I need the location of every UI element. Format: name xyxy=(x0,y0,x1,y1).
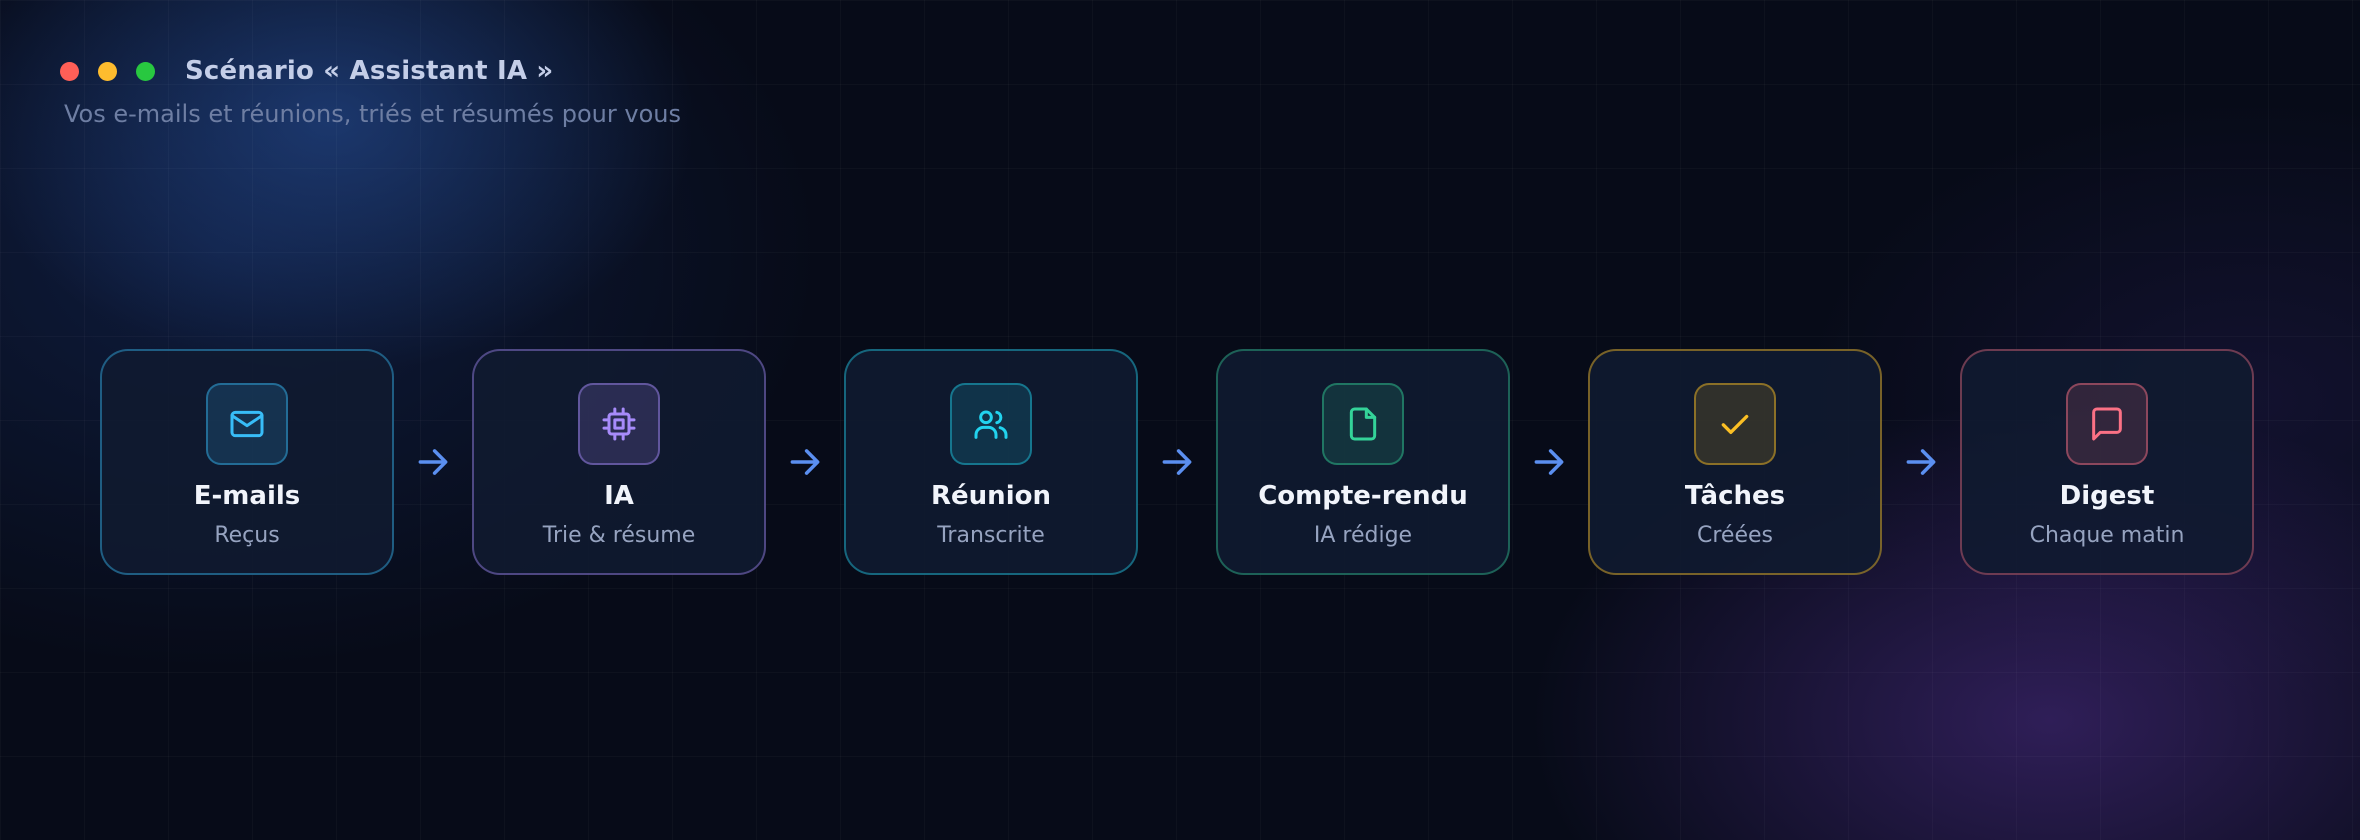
step-emails: E-mails Reçus xyxy=(100,349,394,575)
flow-arrow-3 xyxy=(1138,349,1216,575)
chat-bubble-icon xyxy=(2092,407,2122,441)
flow-arrow-1 xyxy=(394,349,472,575)
step-taches-icon-box xyxy=(1694,383,1776,465)
check-icon xyxy=(1721,414,1749,434)
step-compte-rendu: Compte-rendu IA rédige xyxy=(1216,349,1510,575)
step-compte-rendu-label: Compte-rendu xyxy=(1258,481,1468,511)
arrow-right-icon xyxy=(790,449,820,475)
step-emails-icon-box xyxy=(206,383,288,465)
step-ia-label: IA xyxy=(604,481,634,511)
workflow-diagram: E-mails Reçus IA Trie & résume Réunion T… xyxy=(100,349,2254,575)
flow-arrow-5 xyxy=(1882,349,1960,575)
step-reunion-label: Réunion xyxy=(931,481,1051,511)
close-window-button[interactable] xyxy=(60,61,79,81)
minimize-window-button[interactable] xyxy=(98,61,117,81)
cpu-chip-icon xyxy=(602,407,636,441)
step-digest-label: Digest xyxy=(2059,481,2155,511)
step-reunion-sub: Transcrite xyxy=(937,523,1045,548)
mail-icon xyxy=(230,410,264,438)
window-titlebar: Scénario « Assistant IA » xyxy=(60,56,553,86)
step-taches: Tâches Créées xyxy=(1588,349,1882,575)
step-taches-label: Tâches xyxy=(1684,481,1786,511)
users-icon xyxy=(974,410,1008,439)
step-reunion: Réunion Transcrite xyxy=(844,349,1138,575)
flow-arrow-4 xyxy=(1510,349,1588,575)
step-ia: IA Trie & résume xyxy=(472,349,766,575)
step-digest: Digest Chaque matin xyxy=(1960,349,2254,575)
step-emails-label: E-mails xyxy=(193,481,301,511)
step-compte-rendu-sub: IA rédige xyxy=(1313,523,1413,548)
step-digest-sub: Chaque matin xyxy=(2029,523,2185,548)
arrow-right-icon xyxy=(418,449,448,475)
step-ia-icon-box xyxy=(578,383,660,465)
maximize-window-button[interactable] xyxy=(136,61,155,81)
arrow-right-icon xyxy=(1162,449,1192,475)
step-digest-icon-box xyxy=(2066,383,2148,465)
document-icon xyxy=(1349,407,1377,441)
step-taches-sub: Créées xyxy=(1697,523,1773,548)
step-emails-sub: Reçus xyxy=(214,523,280,548)
step-ia-sub: Trie & résume xyxy=(542,523,696,548)
arrow-right-icon xyxy=(1906,449,1936,475)
arrow-right-icon xyxy=(1534,449,1564,475)
step-reunion-icon-box xyxy=(950,383,1032,465)
window-title: Scénario « Assistant IA » xyxy=(185,56,554,86)
flow-arrow-2 xyxy=(766,349,844,575)
step-compte-rendu-icon-box xyxy=(1322,383,1404,465)
window-subtitle: Vos e-mails et réunions, triés et résumé… xyxy=(64,100,681,128)
